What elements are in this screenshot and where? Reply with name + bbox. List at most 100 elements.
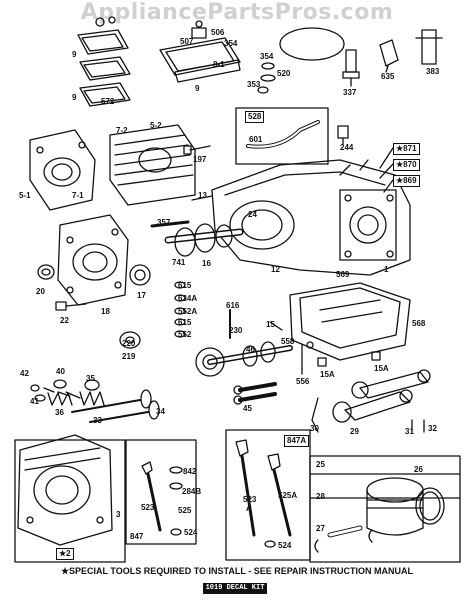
label-35: 35 [86,374,95,383]
label-524: 524 [278,541,292,550]
label-525a: 525A [278,491,298,500]
label-13: 13 [198,191,207,200]
label-525: 525 [178,506,192,515]
piston-pin [327,525,363,538]
spark-plug [342,49,360,87]
label-556: 556 [296,377,310,386]
label-3: 3 [116,510,121,519]
crankshaft [164,223,244,257]
piston-rings [415,487,445,525]
label-8-1: 8-1 [213,60,225,69]
label-523-suffix: A [246,504,252,513]
label-337: 337 [343,88,357,97]
label-354: 354 [224,39,238,48]
spark-plug-wrench [415,29,443,65]
head-bolt [183,145,211,155]
pin-357 [150,220,190,228]
bearing [129,264,151,286]
engine-block [211,159,411,276]
label-569: 569 [336,270,350,279]
label-15a: 15A [374,364,389,373]
label-523: 523 [243,495,257,504]
label-18: 18 [101,307,110,316]
valve-springs [30,379,105,406]
label-523: 523 [141,503,155,512]
boxed-label-2: ★2 [56,548,74,560]
breather-tube-box [235,107,329,165]
label-29: 29 [350,427,359,436]
label-7-1: 7-1 [72,191,84,200]
label-40: 40 [56,367,65,376]
governor-gear [119,331,141,349]
label-197: 197 [193,155,207,164]
label-16: 16 [202,259,211,268]
pin-15 [269,321,283,331]
label-15: 15 [266,320,275,329]
retainer-right [368,529,373,543]
label-520: 520 [277,69,291,78]
dipstick-tube-box [125,439,197,545]
label-20: 20 [36,287,45,296]
label-572: 572 [101,97,115,106]
label-552a: 552A [178,307,198,316]
boxed-label-870: ★870 [393,159,420,171]
label-524: 524 [184,528,198,537]
label-354: 354 [260,52,274,61]
breather-fitting [337,125,349,145]
lever-30 [311,397,319,433]
label-741: 741 [172,258,186,267]
piston [366,477,424,536]
oil-sump [289,282,411,361]
label-28: 28 [316,492,325,501]
label-45: 45 [243,404,252,413]
label-17: 17 [137,291,146,300]
label-507: 507 [180,37,194,46]
plug-15a [317,357,327,367]
label-24: 24 [248,210,257,219]
camshaft [195,341,293,377]
crankcase-cover [57,214,129,306]
label-31: 31 [405,427,414,436]
tappets [233,382,277,405]
piston-box [309,455,461,563]
label-5-2: 5-2 [150,121,162,130]
label-7-2: 7-2 [116,126,128,135]
spark-plug-cap [379,39,399,73]
label-42: 42 [20,369,29,378]
connecting-rods [332,369,431,433]
label-34: 34 [156,407,165,416]
label-12: 12 [271,265,280,274]
label-552: 552 [178,330,192,339]
label-33: 33 [93,416,102,425]
boxed-label-869: ★869 [393,175,420,187]
decal-kit-label: 1019 DECAL KIT [203,583,267,594]
label-353: 353 [247,80,261,89]
governor-parts [174,281,186,338]
label-30: 30 [310,424,319,433]
label-284b: 284B [182,487,202,496]
round-gasket [279,27,345,61]
label-615: 615 [178,318,192,327]
label-32: 32 [428,424,437,433]
label-9: 9 [72,50,77,59]
plug-15a-2 [371,351,381,361]
retainer-left [314,539,319,553]
label-5-1: 5-1 [19,191,31,200]
cylinder-head-finned [109,124,196,206]
label-847: 847 [130,532,144,541]
label-506: 506 [211,28,225,37]
boxed-label-528: 528 [245,111,265,123]
washer-set [257,62,276,94]
label-568: 568 [412,319,426,328]
label-601: 601 [249,135,263,144]
boxed-label-847a: 847A [284,435,310,447]
cover-bolt [55,301,87,311]
label-634a: 634A [178,294,198,303]
label-26: 26 [414,465,423,474]
label-9: 9 [195,84,200,93]
label-1: 1 [384,265,389,274]
label-41: 41 [30,397,39,406]
valve-cover-gasket-group [77,16,131,107]
